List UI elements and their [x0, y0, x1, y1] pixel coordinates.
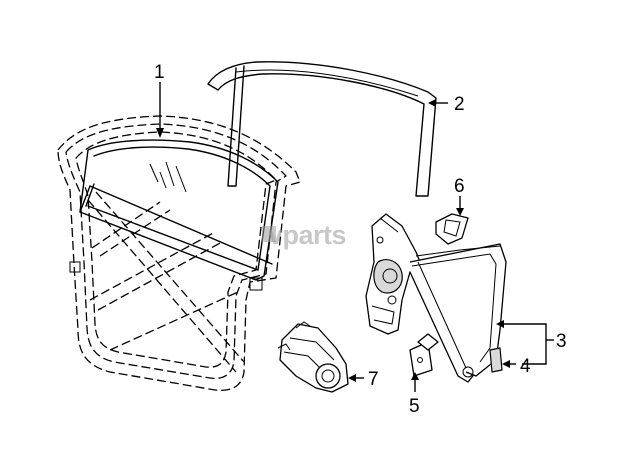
callout-5: 5: [409, 396, 420, 417]
callout-6: 6: [454, 176, 465, 197]
watermark-text: vparts: [268, 220, 346, 250]
regulator-motor: [277, 321, 349, 393]
leader-lines: [156, 82, 554, 392]
callout-2: 2: [454, 94, 465, 115]
door-glass: [79, 139, 279, 281]
door-frame-outline: [57, 115, 301, 392]
watermark-logo: vparts: [262, 220, 347, 250]
window-regulator: [365, 213, 507, 383]
mounting-bracket: [409, 333, 439, 377]
callout-4: 4: [520, 356, 531, 377]
callout-1: 1: [154, 62, 165, 83]
glass-run-channel: [207, 61, 437, 197]
callout-3: 3: [556, 331, 567, 352]
callout-labels: 1 2 3 4 5 6 7: [154, 62, 567, 417]
callout-7: 7: [368, 369, 379, 390]
regulator-clip: [489, 347, 503, 373]
bumper-pad: [435, 213, 469, 245]
